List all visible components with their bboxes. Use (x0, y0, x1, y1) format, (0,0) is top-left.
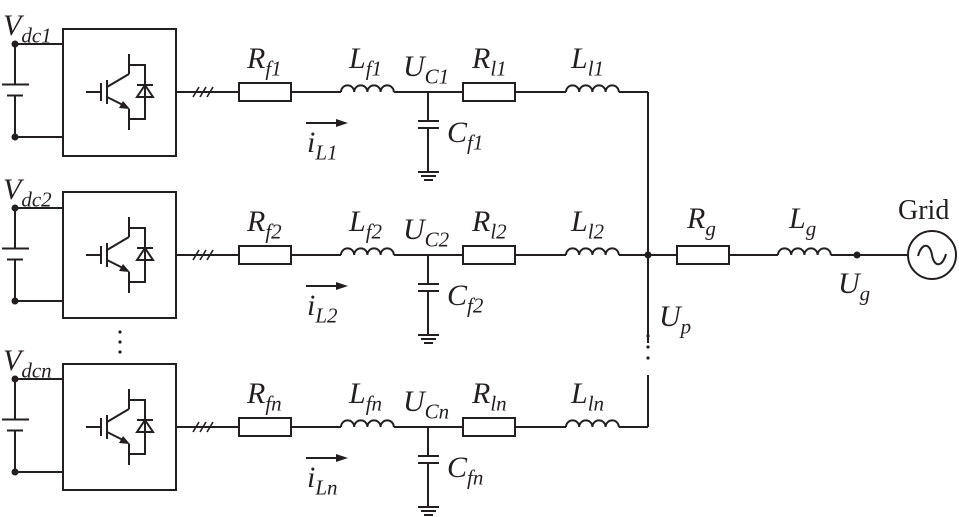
label-ug: Ug (838, 267, 871, 306)
ground-icon (418, 334, 439, 344)
label-rf: Rf2 (247, 205, 282, 244)
ground-icon (418, 506, 439, 516)
ug-node (853, 251, 861, 259)
inverter-box (62, 191, 177, 319)
label-rl: Rln (472, 377, 507, 416)
resistor-rg (676, 245, 730, 265)
resistor-rl (462, 417, 516, 437)
label-uc: UC2 (403, 213, 450, 252)
label-ll: Lln (571, 377, 605, 416)
inverter-branch-2 (2, 191, 648, 344)
capacitor-cf (418, 427, 439, 507)
label-lg: Lg (789, 202, 817, 241)
label-il: iL1 (307, 126, 338, 165)
resistor-rf (238, 417, 292, 437)
inductor-ll (565, 247, 620, 256)
battery-icon (2, 204, 63, 305)
resistor-rl (462, 82, 516, 102)
inverter-box (62, 28, 177, 157)
label-lf: Lfn (349, 377, 383, 416)
label-ll: Ll1 (571, 42, 605, 81)
label-cf: Cf2 (447, 279, 484, 318)
inverter-box (62, 363, 177, 491)
label-lf: Lf1 (349, 42, 383, 81)
ac-source-icon (907, 230, 957, 280)
label-il: iL2 (307, 289, 338, 328)
label-vdc: Vdc2 (3, 173, 52, 212)
igbt-icon (86, 389, 130, 465)
grid-side-circuit (644, 92, 957, 427)
current-arrow-icon (306, 119, 348, 127)
label-vdc: Vdc1 (3, 9, 52, 48)
inductor-lf (340, 247, 395, 256)
capacitor-cf (418, 92, 439, 172)
inductor-lf (340, 419, 395, 428)
label-rl: Rl2 (472, 205, 507, 244)
label-rf: Rfn (247, 377, 282, 416)
label-rg: Rg (687, 202, 716, 241)
ground-icon (418, 171, 439, 181)
current-arrow-icon (306, 454, 348, 462)
inductor-ll (565, 419, 620, 428)
inductor-lg (777, 247, 832, 256)
label-cf: Cfn (447, 451, 484, 490)
label-rl: Rl1 (472, 42, 507, 81)
label-ll: Ll2 (571, 205, 605, 244)
battery-icon (2, 375, 63, 476)
igbt-icon (86, 217, 130, 293)
label-lf: Lf2 (349, 205, 383, 244)
current-arrow-icon (306, 282, 348, 290)
grid-label: Grid (898, 195, 950, 226)
diode-icon (129, 399, 155, 455)
capacitor-cf (418, 255, 439, 335)
inductor-ll (565, 84, 620, 93)
resistor-rl (462, 245, 516, 265)
label-up: Up (659, 300, 692, 339)
label-il: iLn (307, 461, 338, 500)
resistor-rf (238, 82, 292, 102)
diode-icon (129, 227, 155, 283)
inverter-branch-n (2, 363, 648, 516)
resistor-rf (238, 245, 292, 265)
igbt-icon (86, 54, 130, 130)
label-vdc: Vdcn (3, 344, 52, 383)
label-uc: UC1 (403, 50, 450, 89)
label-uc: UCn (403, 385, 450, 424)
inductor-lf (340, 84, 395, 93)
battery-icon (2, 40, 63, 141)
label-cf: Cf1 (447, 116, 484, 155)
inverter-branch-1 (2, 28, 648, 181)
label-rf: Rf1 (247, 42, 282, 81)
bus-ellipsis (646, 334, 650, 360)
diode-icon (129, 64, 155, 120)
branch-ellipsis (118, 330, 122, 354)
